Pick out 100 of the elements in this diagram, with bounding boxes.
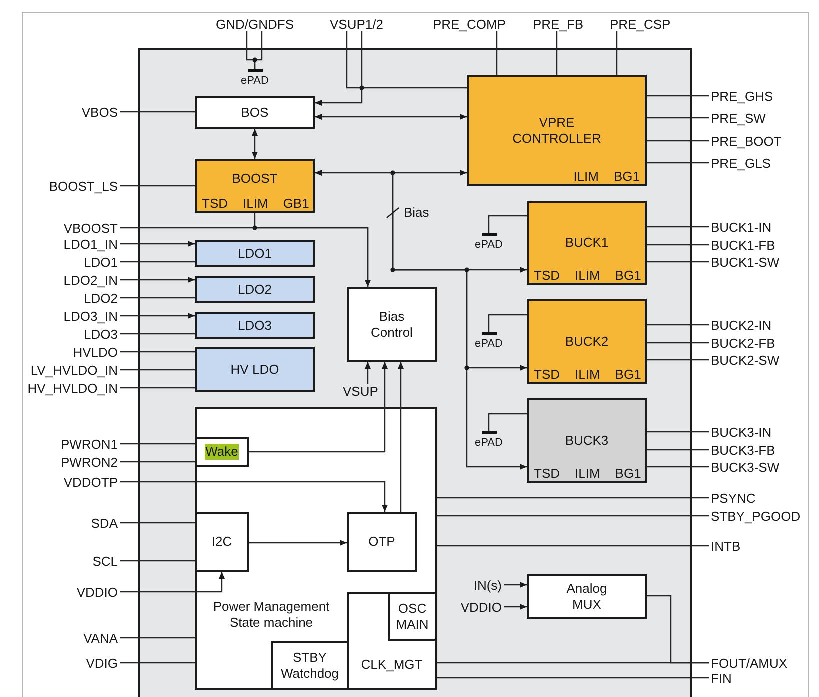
- arrow: [504, 604, 527, 610]
- pin-label: LDO2: [82, 290, 120, 306]
- pad-label: ePAD: [241, 75, 269, 87]
- block-label: STBY Watchdog: [280, 650, 340, 682]
- connector-line: [437, 662, 709, 664]
- arrow: [120, 241, 195, 247]
- function-block: [388, 592, 437, 641]
- pin-label: BUCK3-SW: [709, 460, 782, 474]
- connector-line: [647, 466, 709, 468]
- pin-label: BUCK1-IN: [709, 220, 774, 234]
- pin-label: LDO3_IN: [62, 308, 120, 324]
- connector-line: [120, 111, 195, 113]
- pin-label: VDDOTP: [62, 474, 120, 490]
- signal-label: IN(s): [472, 578, 504, 592]
- block-label: Bias Control: [370, 308, 414, 340]
- block-label: BOOST: [232, 171, 278, 187]
- connector-line: [488, 413, 527, 431]
- feature-label: ILIM: [575, 367, 600, 382]
- pin-label: PRE_SW: [709, 110, 768, 126]
- pad-label: ePAD: [475, 239, 503, 251]
- regulator-block: [195, 276, 315, 303]
- pin-label: SCL: [90, 554, 120, 568]
- feature-label: BG1: [614, 169, 640, 184]
- pin-label: VDIG: [84, 656, 120, 670]
- connector-line: [647, 140, 709, 142]
- pin-label: PRE_GHS: [709, 88, 776, 104]
- regulator-block: [195, 240, 315, 267]
- connector-line: [120, 297, 195, 299]
- arrow: [249, 540, 347, 546]
- pin-label: LDO1_IN: [62, 236, 120, 252]
- connector-line: [496, 32, 498, 75]
- block-label: Wake: [204, 444, 240, 460]
- feature-label: BG1: [615, 367, 642, 382]
- connector-line: [120, 369, 195, 371]
- mux-block: [527, 574, 647, 619]
- pin-label: VBOS: [80, 104, 120, 120]
- arrow: [252, 129, 258, 159]
- arrow: [315, 114, 467, 120]
- chip-body: [138, 48, 692, 697]
- function-block: [195, 96, 315, 129]
- pin-label: FOUT/AMUX: [709, 656, 790, 670]
- connector-line: [647, 261, 709, 263]
- pin-label: VSUP1/2: [328, 16, 386, 32]
- connector-line: [647, 449, 709, 451]
- pin-label: PWRON2: [58, 454, 120, 470]
- regulator-block: [195, 312, 315, 339]
- connector-line: [120, 351, 195, 353]
- arrow: [120, 572, 225, 593]
- pin-label: PRE_BOOT: [709, 134, 784, 148]
- pin-label: VBOOST: [62, 220, 120, 236]
- pad-label: ePAD: [475, 338, 503, 350]
- feature-label: BG1: [615, 268, 642, 283]
- arrow: [254, 213, 371, 287]
- block-label: Power Management State machine: [212, 599, 331, 631]
- feature-label: TSD: [202, 196, 228, 211]
- connector-line: [120, 522, 195, 524]
- block-label: BUCK1: [565, 235, 609, 251]
- feature-label: ILIM: [575, 268, 600, 283]
- block-label: BUCK2: [565, 334, 609, 350]
- connector-line: [120, 662, 195, 664]
- connector-line: [120, 461, 195, 463]
- feature-label: ILIM: [575, 466, 600, 481]
- connector-line: [647, 431, 709, 433]
- block-label: BUCK3: [565, 432, 609, 448]
- arrow: [392, 170, 467, 212]
- pin-label: PRE_FB: [531, 16, 586, 32]
- connector-line: [647, 324, 709, 326]
- pin-label: PSYNC: [709, 490, 758, 506]
- feature-label: GB1: [283, 196, 310, 211]
- pin-label: PRE_COMP: [431, 16, 508, 32]
- arrow: [249, 362, 388, 453]
- connector-line: [647, 95, 709, 97]
- connector-line: [556, 32, 558, 75]
- pin-label: BUCK3-FB: [709, 442, 778, 458]
- arrow: [365, 362, 371, 384]
- arrow: [120, 313, 195, 319]
- arrow: [120, 277, 195, 283]
- pin-label: BUCK3-IN: [709, 424, 774, 440]
- bus-label: Bias: [404, 204, 430, 220]
- block-label: HV LDO: [230, 362, 280, 378]
- block-label: LDO1: [238, 246, 272, 262]
- feature-label: BG1: [615, 466, 642, 481]
- connector-line: [488, 314, 527, 332]
- block-label: OSC MAIN: [395, 600, 430, 632]
- function-block: [195, 512, 249, 572]
- connector-line: [647, 162, 709, 164]
- pin-label: HV_HVLDO_IN: [26, 380, 120, 396]
- arrow: [392, 212, 527, 470]
- pin-label: BUCK2-SW: [709, 352, 782, 368]
- connector-line: [437, 545, 709, 547]
- connector-line: [647, 117, 709, 119]
- function-block: [195, 437, 249, 467]
- regulator-block: [527, 201, 647, 285]
- connector-line: [488, 215, 527, 233]
- pin-label: PRE_GLS: [709, 156, 773, 170]
- regulator-block: [195, 347, 315, 392]
- connector-line: [616, 32, 618, 75]
- pin-label: HVLDO: [71, 344, 120, 360]
- block-label: I2C: [212, 534, 232, 550]
- feature-label: TSD: [534, 466, 560, 481]
